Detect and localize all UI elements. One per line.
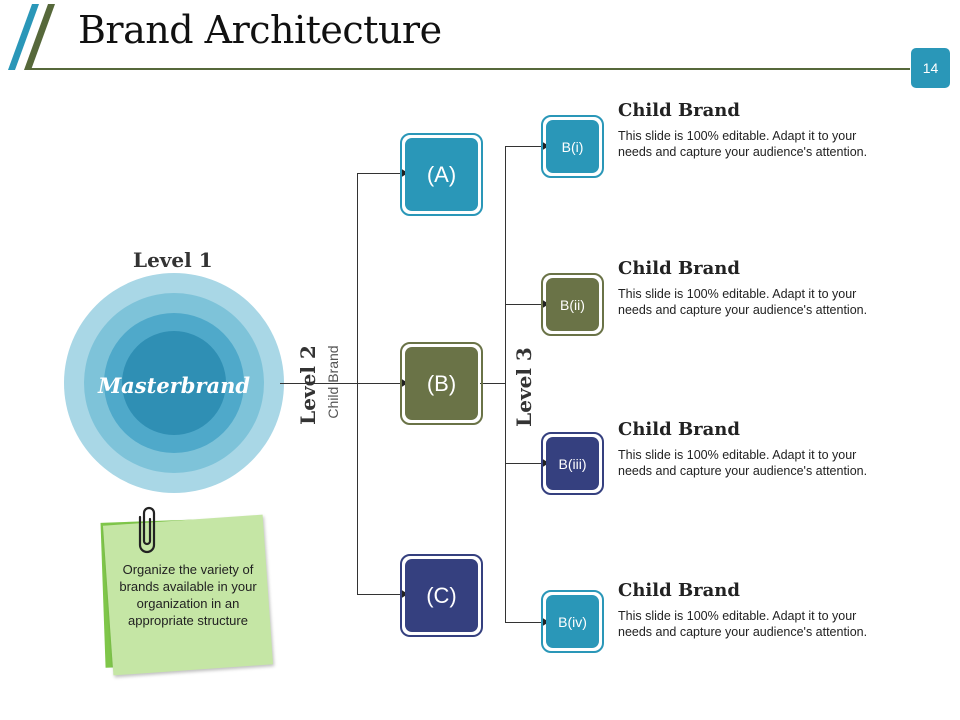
arrow-to-c [400, 589, 408, 599]
brand-box-b-label: (B) [405, 347, 478, 420]
paperclip-icon [138, 506, 156, 554]
arrow-to-bi [541, 141, 549, 151]
child-box-biii-label: B(iii) [546, 437, 599, 490]
connector-to-bi [505, 146, 545, 147]
child-box-bi: B(i) [541, 115, 604, 178]
masterbrand-label: Masterbrand [97, 373, 251, 398]
child-box-bii: B(ii) [541, 273, 604, 336]
title-divider [30, 68, 910, 70]
brand-box-b: (B) [400, 342, 483, 425]
masterbrand-ring-core [122, 331, 226, 435]
sticky-note-text: Organize the variety of brands available… [119, 562, 257, 628]
child-brand-description: This slide is 100% editable. Adapt it to… [618, 287, 868, 317]
child-brand-title: Child Brand [618, 258, 740, 279]
connector-to-bii [505, 304, 545, 305]
connector-to-a [357, 173, 402, 174]
child-box-bii-label: B(ii) [546, 278, 599, 331]
arrow-to-biii [541, 458, 549, 468]
connector-to-c [357, 594, 402, 595]
arrow-to-biv [541, 617, 549, 627]
child-brand-description: This slide is 100% editable. Adapt it to… [618, 129, 868, 159]
connector-to-biii [505, 463, 545, 464]
child-box-bi-label: B(i) [546, 120, 599, 173]
child-brand-title: Child Brand [618, 419, 740, 440]
connector-level3-trunk [505, 146, 506, 622]
arrow-to-b [400, 378, 408, 388]
arrow-to-bii [541, 299, 549, 309]
child-brand-title: Child Brand [618, 580, 740, 601]
child-brand-title: Child Brand [618, 100, 740, 121]
brand-box-a-label: (A) [405, 138, 478, 211]
child-box-biii: B(iii) [541, 432, 604, 495]
arrow-to-a [400, 168, 408, 178]
connector-b-to-level3 [480, 383, 506, 384]
level-2-sublabel: Child Brand [325, 345, 341, 419]
slide-title: Brand Architecture [78, 8, 442, 52]
child-brand-description: This slide is 100% editable. Adapt it to… [618, 448, 868, 478]
brand-box-c: (C) [400, 554, 483, 637]
connector-master-to-b [280, 383, 400, 384]
level-3-label: Level 3 [512, 347, 536, 427]
child-brand-description: This slide is 100% editable. Adapt it to… [618, 609, 868, 639]
level-1-label: Level 1 [133, 248, 213, 272]
child-box-biv-label: B(iv) [546, 595, 599, 648]
level-2-label: Level 2 [296, 345, 320, 425]
child-box-biv: B(iv) [541, 590, 604, 653]
connector-level2-trunk [357, 173, 358, 594]
connector-to-biv [505, 622, 545, 623]
brand-box-a: (A) [400, 133, 483, 216]
page-number-badge: 14 [911, 48, 950, 88]
brand-box-c-label: (C) [405, 559, 478, 632]
